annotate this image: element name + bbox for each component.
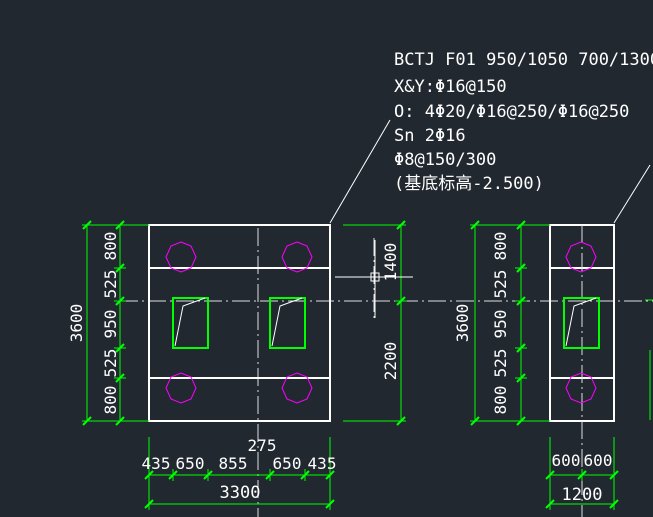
right-dim-800-bottom: 800 [491,386,510,415]
right-vertical-dim-labels: 800 525 950 525 800 3600 [453,232,510,415]
left-hdim-435-b: 435 [308,454,337,473]
right-hdim-600-b: 600 [584,451,613,470]
left-horizontal-dim-labels: 435 650 855 650 435 275 3300 [142,436,337,503]
pile-cap-annotation: BCTJ F01 950/1050 700/1300 X&Y:Φ16@150 O… [394,50,653,194]
leader-right [613,164,651,224]
column-right-mark [271,297,303,347]
pile-top-left[interactable] [165,241,197,273]
pile-bottom-right[interactable] [281,372,313,404]
annotation-line-4: Sn 2Φ16 [394,126,466,146]
column-left-mark [174,297,206,347]
middle-vertical-dim-labels: 1400 2200 [381,243,400,381]
left-cap-outline[interactable] [148,224,331,422]
right-hdim-600-a: 600 [552,451,581,470]
leader-left [329,119,391,224]
left-cap-columns [172,297,306,349]
left-cap-piles [165,241,313,404]
annotation-line-5: Φ8@150/300 [394,150,496,170]
left-vertical-dimensions [82,220,149,426]
middle-vertical-dimensions [343,220,407,426]
left-dim-800-bottom: 800 [101,386,120,415]
right-horizontal-dim-labels: 600 600 1200 [552,451,613,505]
right-column[interactable] [563,297,600,349]
column-left[interactable] [172,297,209,349]
left-dim-total-3600: 3600 [67,304,86,343]
leader-lines [329,119,651,224]
left-pile-cap[interactable] [148,224,331,422]
left-hdim-435-a: 435 [142,454,171,473]
right-pile-bottom[interactable] [565,372,597,404]
right-vertical-dimensions [470,220,550,426]
right-dim-525-top: 525 [491,270,510,299]
right-column-mark [565,297,597,347]
right-horizontal-dimensions [545,437,619,510]
cursor-pickbox [370,272,380,282]
right-dim-525-bottom: 525 [491,349,510,378]
annotation-line-1: BCTJ F01 950/1050 700/1300 [394,50,653,70]
right-edge-dimension-fragment [645,299,653,420]
right-hdim-total-1200: 1200 [562,485,603,505]
right-dim-800-top: 800 [491,232,510,261]
mid-dim-1400: 1400 [381,243,400,282]
left-hdim-650-a: 650 [176,454,205,473]
left-dim-525-bottom: 525 [101,349,120,378]
left-dim-525-top: 525 [101,270,120,299]
right-dim-total-3600: 3600 [453,304,472,343]
left-hdim-855: 855 [219,454,248,473]
annotation-line-3: O: 4Φ20/Φ16@250/Φ16@250 [394,102,629,122]
left-hdim-275: 275 [248,436,277,455]
left-dim-950: 950 [101,310,120,339]
crosshair-cursor[interactable] [335,240,413,318]
column-right[interactable] [269,297,306,349]
right-dim-950: 950 [491,310,510,339]
right-pile-top[interactable] [565,241,597,273]
annotation-line-6: (基底标高-2.500) [394,174,544,194]
left-hdim-650-b: 650 [273,454,302,473]
right-pile-cap[interactable] [549,224,615,517]
mid-dim-2200: 2200 [381,342,400,381]
left-hdim-total-3300: 3300 [220,483,261,503]
left-dim-800-top: 800 [101,232,120,261]
pile-bottom-left[interactable] [165,372,197,404]
annotation-line-2: X&Y:Φ16@150 [394,77,507,97]
left-horizontal-dimensions [144,437,335,510]
pile-top-right[interactable] [281,241,313,273]
left-vertical-dim-labels: 800 525 950 525 800 3600 [67,232,120,415]
